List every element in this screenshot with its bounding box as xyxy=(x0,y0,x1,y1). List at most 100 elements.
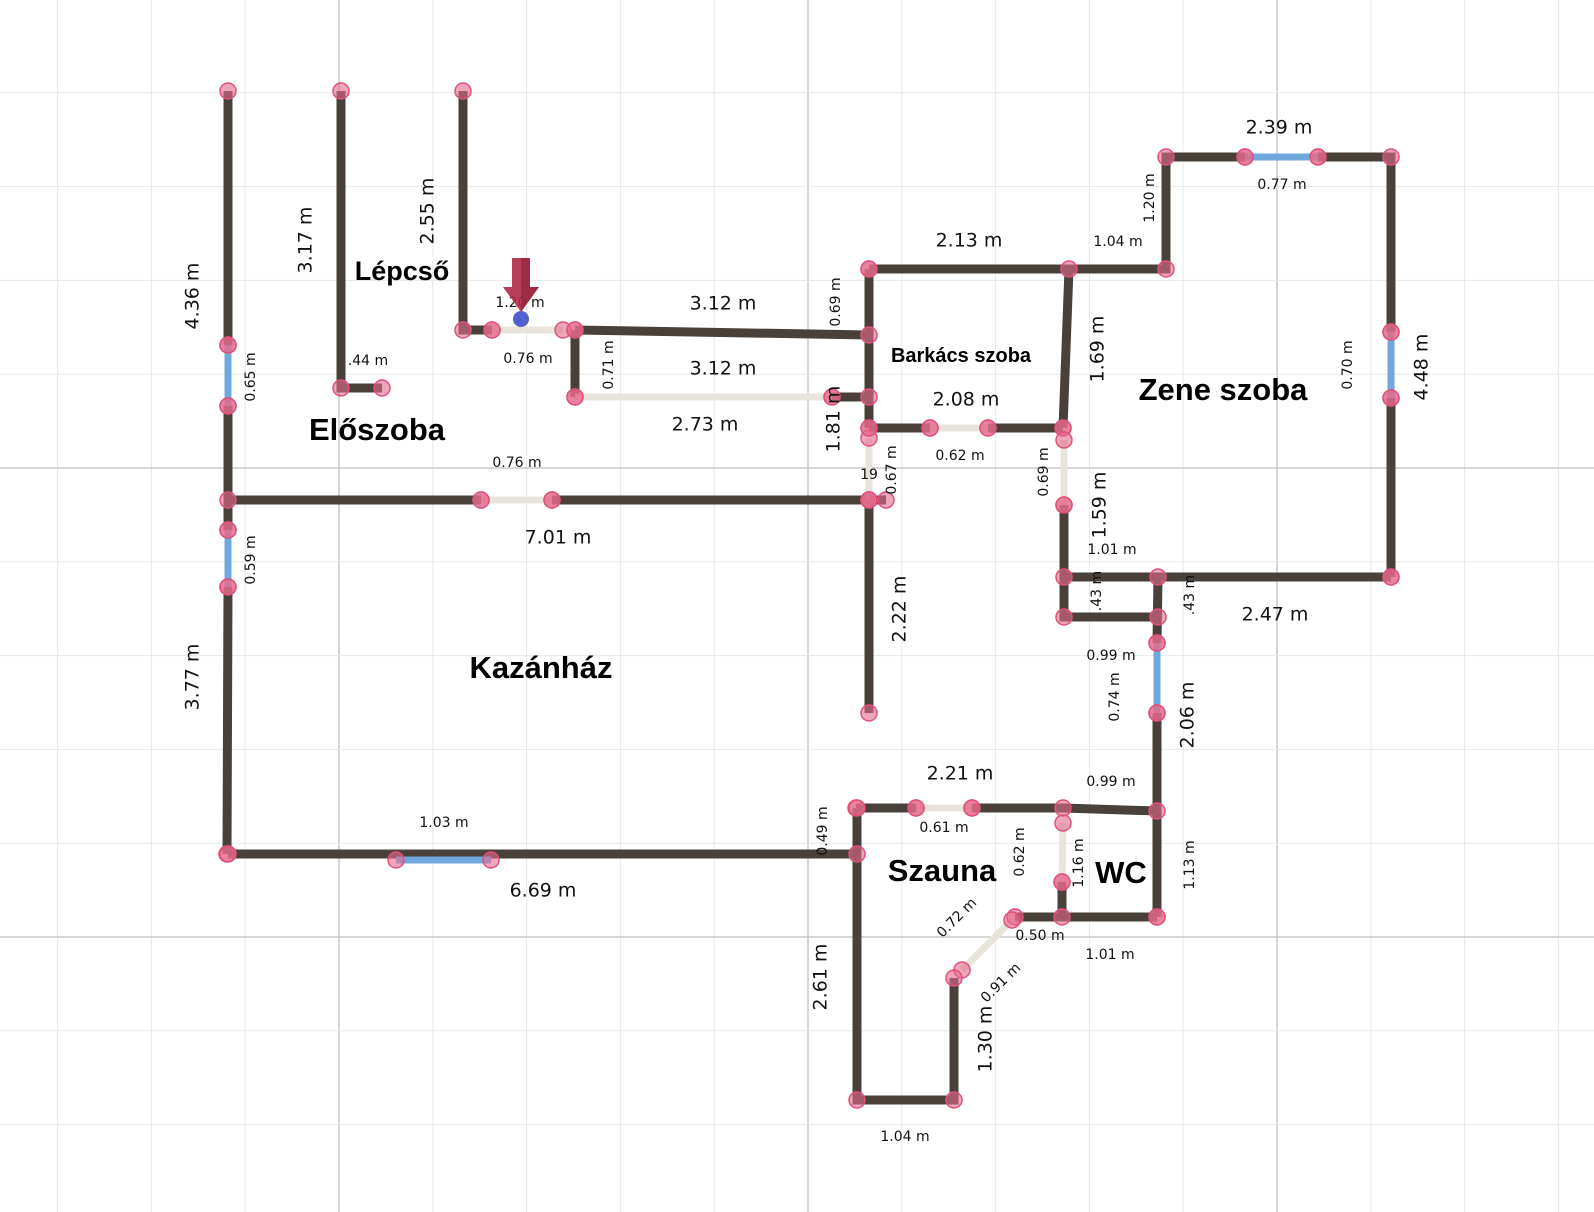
wall[interactable] xyxy=(869,152,1245,274)
wall-node[interactable] xyxy=(1055,431,1073,449)
wall-node[interactable] xyxy=(823,388,841,406)
wall-node[interactable] xyxy=(1236,148,1254,166)
wall-node[interactable] xyxy=(566,388,584,406)
room-label[interactable]: Szauna xyxy=(888,853,997,888)
wall-node[interactable] xyxy=(1157,148,1175,166)
wall-node[interactable] xyxy=(1309,148,1327,166)
door[interactable] xyxy=(959,917,1015,973)
dimension-label: 19 xyxy=(860,467,878,483)
wall-node[interactable] xyxy=(454,82,472,100)
wall-node[interactable] xyxy=(1055,608,1073,626)
room-label[interactable]: Zene szoba xyxy=(1139,372,1309,407)
dimension-label: 0.99 m xyxy=(1086,648,1135,664)
wall-node[interactable] xyxy=(219,82,237,100)
wall-node[interactable] xyxy=(979,419,997,437)
dimension-label: 1.01 m xyxy=(1087,542,1136,558)
wall-node[interactable] xyxy=(1055,568,1073,586)
wall[interactable] xyxy=(458,91,492,335)
wall-node[interactable] xyxy=(848,845,866,863)
wall-node[interactable] xyxy=(860,419,878,437)
dimension-label: 0.76 m xyxy=(492,455,541,471)
wall[interactable] xyxy=(336,91,382,393)
wall-node[interactable] xyxy=(472,491,490,509)
wall-node[interactable] xyxy=(454,321,472,339)
door[interactable] xyxy=(1058,822,1067,883)
wall[interactable] xyxy=(574,325,870,340)
wall-node[interactable] xyxy=(963,799,981,817)
wall-node[interactable] xyxy=(860,326,878,344)
wall-node[interactable] xyxy=(1382,148,1400,166)
wall-node[interactable] xyxy=(1149,568,1167,586)
wall-node[interactable] xyxy=(219,336,237,354)
wall-node[interactable] xyxy=(373,379,391,397)
wall[interactable] xyxy=(222,586,233,855)
dimension-label: 2.08 m xyxy=(933,389,1000,411)
wall-node[interactable] xyxy=(1148,802,1166,820)
selection-marker[interactable] xyxy=(503,258,539,327)
wall-node[interactable] xyxy=(877,491,895,509)
dimension-label: 0.67 m xyxy=(884,445,900,494)
wall-node[interactable] xyxy=(907,799,925,817)
wall-node[interactable] xyxy=(860,491,878,509)
room-label[interactable]: WC xyxy=(1095,855,1147,890)
wall[interactable] xyxy=(1058,268,1074,429)
dimension-label: 7.01 m xyxy=(525,527,592,549)
room-label[interactable]: Barkács szoba xyxy=(891,345,1032,367)
wall-node[interactable] xyxy=(483,321,501,339)
wall-node[interactable] xyxy=(1055,496,1073,514)
wall-node[interactable] xyxy=(945,969,963,987)
wall[interactable] xyxy=(1318,152,1396,332)
wall-node[interactable] xyxy=(219,521,237,539)
wall-node[interactable] xyxy=(543,491,561,509)
room-label[interactable]: Kazánház xyxy=(470,650,613,685)
wall-node[interactable] xyxy=(1382,323,1400,341)
wall-node[interactable] xyxy=(1054,799,1072,817)
wall-node[interactable] xyxy=(1148,704,1166,722)
dimension-label: 1.01 m xyxy=(1085,947,1134,963)
dimension-label: 0.77 m xyxy=(1257,177,1306,193)
dimension-label: 2.47 m xyxy=(1242,604,1309,626)
wall-node[interactable] xyxy=(332,379,350,397)
wall-node[interactable] xyxy=(1053,908,1071,926)
wall-node[interactable] xyxy=(387,851,405,869)
wall[interactable] xyxy=(852,808,959,1105)
wall-node[interactable] xyxy=(1382,568,1400,586)
wall-node[interactable] xyxy=(1157,260,1175,278)
wall-node[interactable] xyxy=(1148,634,1166,652)
room-label[interactable]: Előszoba xyxy=(309,412,446,447)
wall[interactable] xyxy=(1059,505,1158,622)
wall-node[interactable] xyxy=(1003,911,1021,929)
wall-node[interactable] xyxy=(219,578,237,596)
dimension-label: 0.70 m xyxy=(1340,340,1356,389)
wall-node[interactable] xyxy=(219,491,237,509)
wall-node[interactable] xyxy=(860,260,878,278)
wall-node[interactable] xyxy=(1060,260,1078,278)
dimension-label: .43 m xyxy=(1089,571,1105,611)
wall-node[interactable] xyxy=(1149,608,1167,626)
wall-node[interactable] xyxy=(332,82,350,100)
wall-node[interactable] xyxy=(1053,873,1071,891)
wall-node[interactable] xyxy=(860,704,878,722)
wall-node[interactable] xyxy=(921,419,939,437)
dimension-label: 2.61 m xyxy=(810,944,832,1011)
wall-node[interactable] xyxy=(482,851,500,869)
room-label[interactable]: Lépcső xyxy=(355,256,450,286)
wall-node[interactable] xyxy=(860,388,878,406)
wall-node[interactable] xyxy=(848,799,866,817)
wall-node[interactable] xyxy=(848,1091,866,1109)
wall-node[interactable] xyxy=(1054,814,1072,832)
wall-node[interactable] xyxy=(219,845,237,863)
dimension-label: 0.61 m xyxy=(919,820,968,836)
dimension-label: 1.69 m xyxy=(1087,316,1109,383)
wall-node[interactable] xyxy=(945,1091,963,1109)
cursor-point[interactable] xyxy=(513,311,529,327)
dimension-label: 0.76 m xyxy=(503,351,552,367)
dimension-label: 1.20 m xyxy=(1142,173,1158,222)
wall-node[interactable] xyxy=(219,397,237,415)
wall-node[interactable] xyxy=(1148,908,1166,926)
wall-node[interactable] xyxy=(566,321,584,339)
dimension-label: 2.73 m xyxy=(672,414,739,436)
wall-node[interactable] xyxy=(1382,389,1400,407)
